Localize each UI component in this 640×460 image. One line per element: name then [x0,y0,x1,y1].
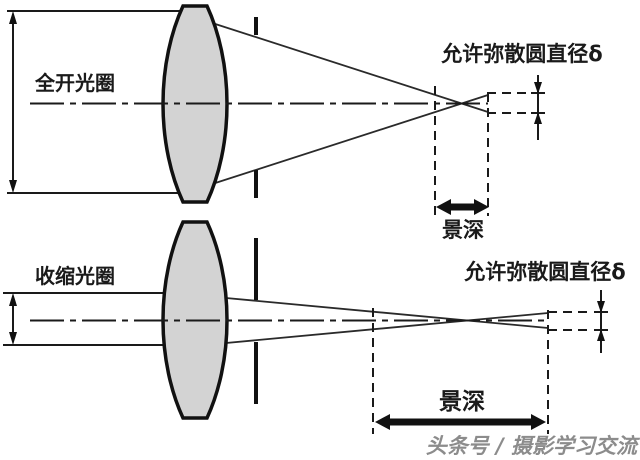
marginal-ray-top [205,20,489,113]
arrow-up-icon [9,293,17,306]
arrow-up-icon [534,112,542,124]
aperture-height-dimension [9,293,17,345]
arrow-up-icon [9,11,17,24]
dof-arrow [375,414,546,430]
arrow-right-icon [531,414,546,430]
full-aperture-label: 全开光圈 [34,71,115,95]
dof-arrow [436,199,489,215]
arrow-right-icon [474,199,489,215]
arrow-up-icon [597,329,605,341]
arrow-left-icon [375,414,390,430]
stopped-aperture-label: 收缩光圈 [35,264,115,288]
coc-label: 允许弥散圆直径δ [463,260,625,284]
dof-label: 景深 [442,218,484,242]
coc-diameter-dimension [531,75,545,140]
arrow-down-icon [9,332,17,345]
arrow-down-icon [597,301,605,313]
coc-label: 允许弥散圆直径δ [440,42,602,66]
dof-label: 景深 [439,389,485,415]
arrow-left-icon [436,199,451,215]
stopped-aperture-panel: 收缩光圈 [3,220,626,434]
arrow-down-icon [9,180,17,193]
marginal-ray-bottom [205,94,489,187]
coc-diameter-dimension [594,290,608,353]
watermark: 头条号 / 摄影学习交流 [426,434,640,458]
arrow-down-icon [534,82,542,94]
aperture-height-dimension [9,11,17,193]
marginal-ray-top [225,297,549,329]
full-aperture-panel: 全开光圈 [7,4,603,242]
marginal-ray-bottom [225,312,549,344]
